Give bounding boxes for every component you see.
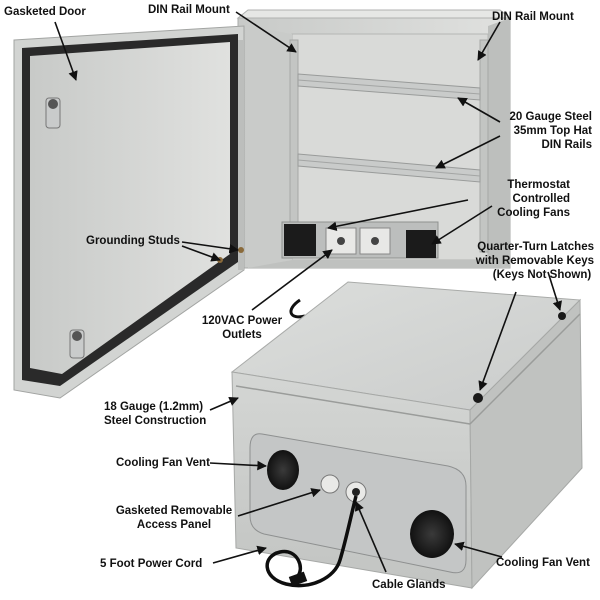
callout-panel-line1: Gasketed Removable [115,505,233,517]
callout-latches-note: (Keys Not Shown) [492,269,592,281]
outlet-fan-plate [281,221,439,259]
callout-latches-line1: Quarter-Turn Latches [477,241,594,253]
closed-enclosure [230,281,583,590]
callout-din-rails-line3: DIN Rails [541,139,593,151]
callout-steel-construction: 18 Gauge (1.2mm) Steel Construction [104,400,206,428]
callout-power-cord: 5 Foot Power Cord [100,558,203,570]
callout-fan-vent-left: Cooling Fan Vent [116,457,210,469]
quarter-turn-latch-front [473,393,483,403]
callout-power-outlets: 120VAC Power Outlets [192,314,292,342]
din-rail-upper [297,73,481,101]
callout-fan-vent-right: Cooling Fan Vent [496,557,590,569]
din-rail-mount-strip-left [289,39,299,253]
callout-din-rails: 20 Gauge Steel 35mm Top Hat DIN Rails [480,110,592,152]
callout-din-rails-line1: 20 Gauge Steel [509,111,592,123]
gasketed-door [13,25,245,399]
open-enclosure [236,9,512,319]
callout-din-rail-mount-left: DIN Rail Mount [148,4,230,16]
quarter-turn-latch-back [558,312,566,320]
callout-outlets-line1: 120VAC Power [201,315,283,327]
callout-grounding-studs: Grounding Studs [86,235,180,247]
callout-din-rail-mount-right: DIN Rail Mount [492,11,574,23]
cooling-fan-vent-right [410,510,454,558]
callout-thermostat-fans: Thermostat Controlled Cooling Fans [480,178,570,220]
callout-din-rails-line2: 35mm Top Hat [513,125,592,137]
callout-arrows [54,11,562,573]
callout-thermostat-line3: Cooling Fans [497,207,570,219]
door-latch-upper [45,97,61,129]
callout-access-panel: Gasketed Removable Access Panel [108,504,240,532]
callout-thermostat-line2: Controlled [512,193,571,205]
cable-gland-left [320,474,340,494]
callout-thermostat-line1: Thermostat [507,179,570,191]
din-rail-lower [297,153,481,183]
callout-latches: Quarter-Turn Latches with Removable Keys… [450,240,594,282]
callout-latches-line2: with Removable Keys [475,255,594,267]
callout-gasketed-door: Gasketed Door [4,6,86,18]
callout-cable-glands: Cable Glands [372,579,446,591]
callout-panel-line2: Access Panel [136,519,212,531]
cooling-fan-vent-left [267,450,299,490]
callout-steel-line1: 18 Gauge (1.2mm) [104,401,204,413]
callout-steel-line2: Steel Construction [104,415,207,427]
grounding-stud-body [238,247,244,253]
interior-fan-right [406,230,436,258]
interior-fan-left [284,224,316,256]
callout-outlets-line2: Outlets [222,329,262,341]
door-latch-lower [69,329,85,359]
power-cord [265,495,358,588]
